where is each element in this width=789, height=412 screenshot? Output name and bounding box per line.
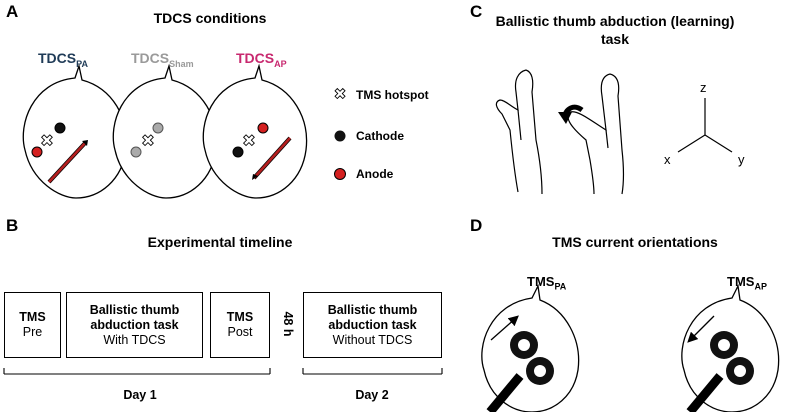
label-tdcs-pa: TDCSPA	[38, 50, 88, 69]
label-tdcs-sham: TDCSSham	[131, 50, 194, 69]
day1-label: Day 1	[123, 388, 157, 402]
head-tms-pa	[481, 283, 580, 412]
panel-letter-b: B	[6, 216, 19, 235]
box-title: Ballistic thumb	[89, 302, 180, 317]
hand-abducted-drawing	[567, 73, 625, 195]
panel-c-title: Ballistic thumb abduction (learning) tas…	[495, 13, 735, 47]
tms-hotspot-cross-icon: ✖	[40, 131, 53, 150]
box-title: TMS	[19, 310, 46, 324]
label-main: TDCS	[38, 50, 77, 66]
box-title-line2: abduction task	[90, 317, 179, 332]
box-title-line2: abduction task	[328, 317, 417, 332]
legend-tms-hotspot: TMS hotspot	[356, 88, 429, 102]
box-subtitle: Pre	[22, 325, 43, 339]
label-sub: PA	[554, 281, 567, 292]
box-title: TMS	[226, 310, 254, 324]
gap-48h-label: 48 h	[281, 311, 295, 337]
head-tdcs-pa: ✖	[22, 63, 128, 199]
label-main: TMS	[727, 274, 755, 289]
label-sub: AP	[754, 281, 767, 292]
panel-letter-c: C	[470, 2, 483, 21]
legend-cathode-dot	[334, 130, 346, 142]
panel-letter-d: D	[470, 216, 483, 235]
label-tdcs-ap: TDCSAP	[236, 50, 287, 69]
anode-marker	[31, 146, 43, 158]
panel-letter-a: A	[6, 2, 19, 21]
timeline-box-tms-post: TMS Post	[210, 292, 270, 358]
label-sub: Sham	[169, 58, 194, 69]
box-title: Ballistic thumb	[327, 302, 418, 317]
svg-text:✖: ✖	[242, 131, 255, 150]
box-subtitle: With TDCS	[103, 332, 166, 347]
svg-text:✖: ✖	[141, 131, 154, 150]
head-tms-ap	[681, 283, 780, 412]
timeline-box-tms-pre: TMS Pre	[4, 292, 61, 358]
label-main: TDCS	[131, 50, 170, 66]
timeline-box-task-without-tdcs: Ballistic thumb abduction task Without T…	[303, 292, 442, 358]
label-tms-ap: TMSAP	[727, 274, 767, 292]
label-sub: PA	[76, 58, 88, 69]
box-subtitle: Post	[227, 325, 253, 339]
axis-x-label: x	[664, 152, 671, 167]
xyz-axes	[677, 98, 733, 153]
label-main: TDCS	[236, 50, 275, 66]
day2-bracket	[302, 368, 443, 375]
panel-a-title: TDCS conditions	[153, 10, 267, 26]
timeline-box-task-with-tdcs: Ballistic thumb abduction task With TDCS	[66, 292, 203, 358]
cathode-marker	[54, 122, 66, 134]
box-subtitle: Without TDCS	[332, 332, 413, 347]
axis-y-label: y	[738, 152, 745, 167]
panel-b-title: Experimental timeline	[147, 234, 293, 250]
label-sub: AP	[274, 58, 287, 69]
day1-bracket	[3, 368, 271, 375]
axis-z-label: z	[700, 80, 707, 95]
day2-label: Day 2	[355, 388, 389, 402]
legend-cross-icon: ✖	[334, 85, 347, 103]
legend-cathode: Cathode	[356, 129, 404, 143]
legend-anode: Anode	[356, 167, 394, 181]
label-tms-pa: TMSPA	[527, 274, 566, 292]
head-tdcs-sham: ✖	[112, 63, 218, 199]
legend-anode-dot	[334, 168, 346, 180]
panel-d-title: TMS current orientations	[552, 234, 718, 250]
head-tdcs-ap: ✖	[202, 63, 308, 199]
label-main: TMS	[527, 274, 555, 289]
hand-rest-drawing	[495, 69, 543, 195]
